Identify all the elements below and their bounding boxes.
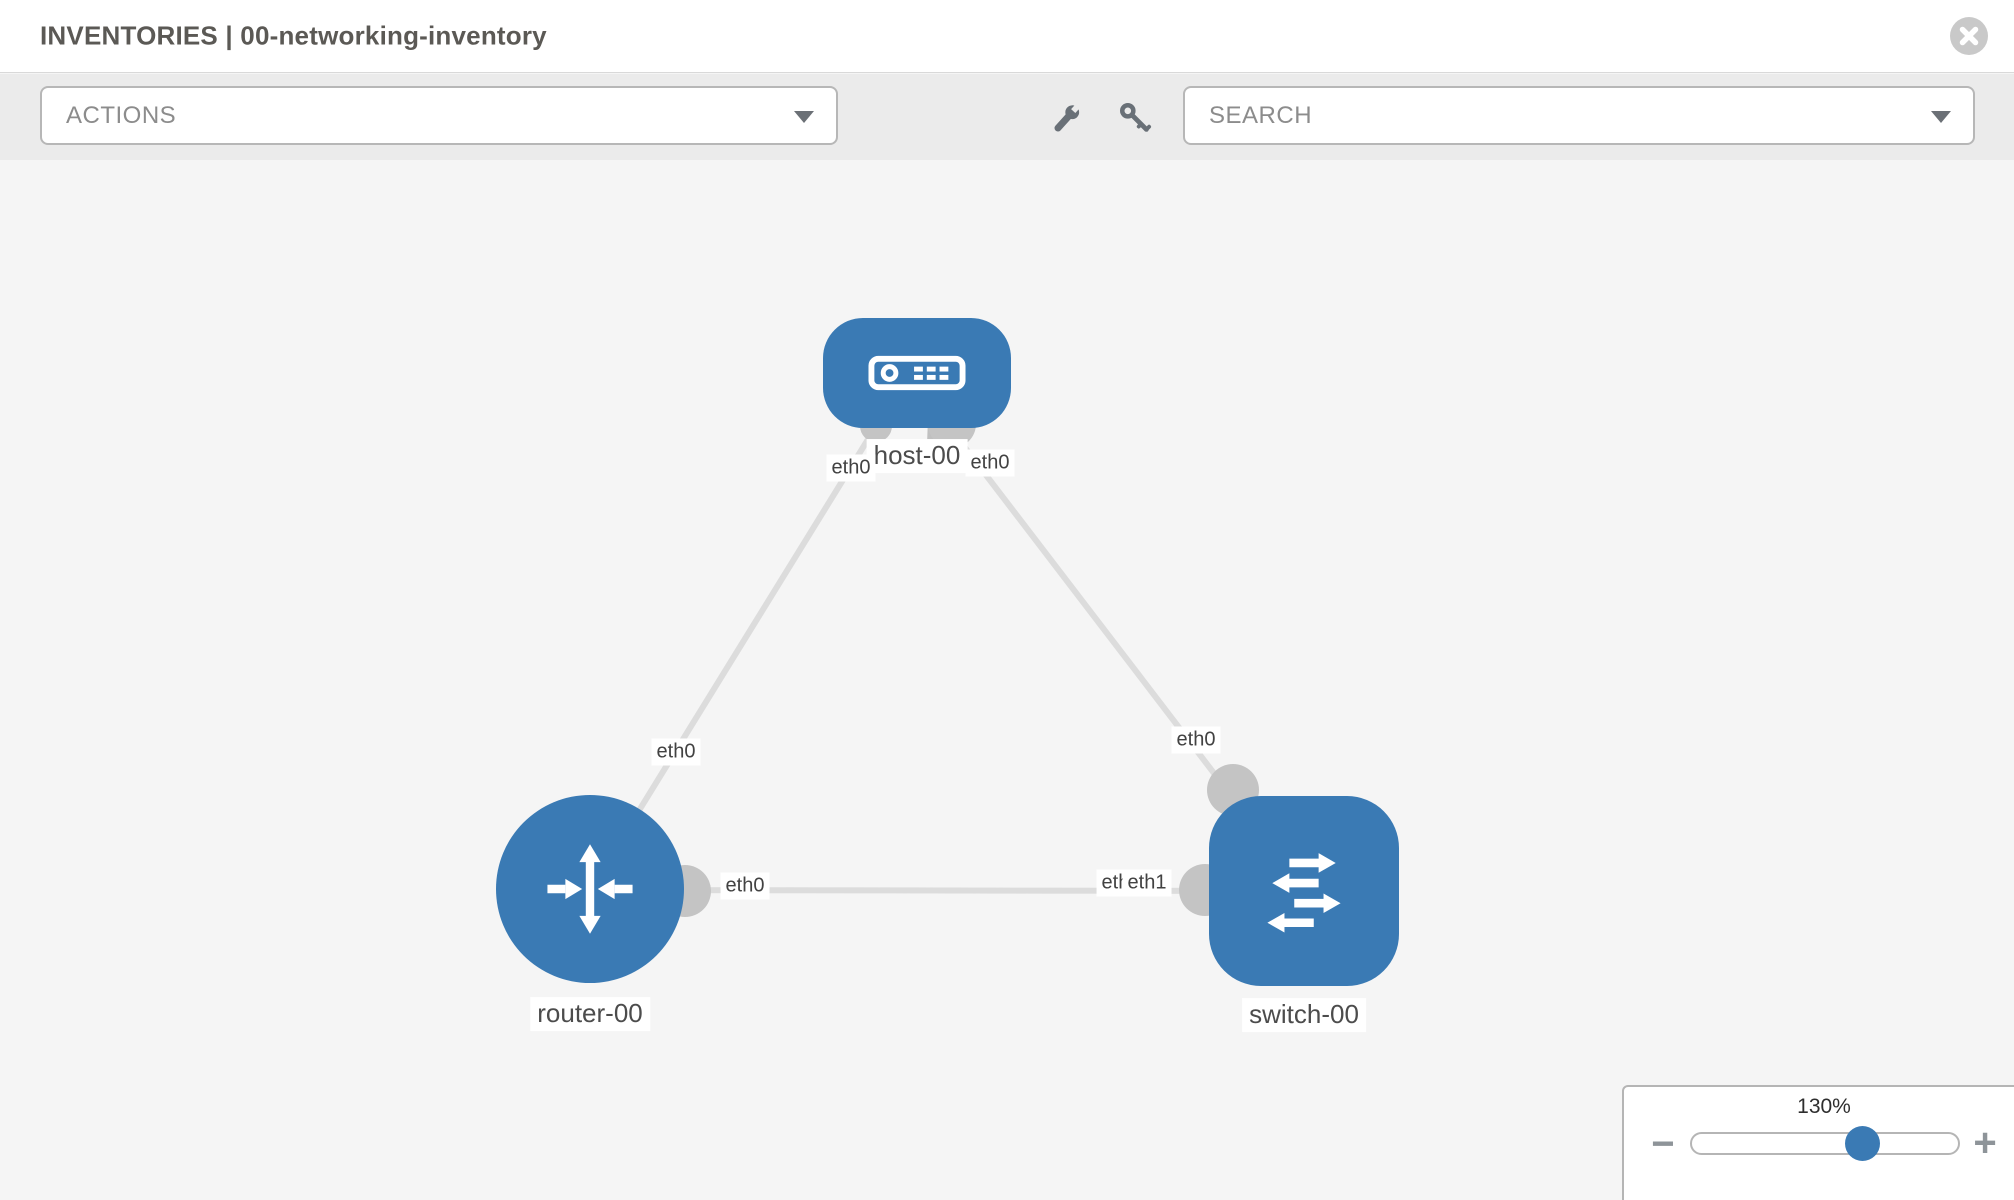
key-icon — [1119, 102, 1152, 132]
links-layer — [587, 400, 1307, 917]
zoom-slider-track[interactable] — [1690, 1126, 1960, 1161]
minus-icon: − — [1651, 1122, 1675, 1166]
router-icon — [547, 844, 633, 934]
zoom-slider-handle[interactable] — [1845, 1126, 1880, 1161]
interface-label: eth0 — [826, 454, 876, 482]
search-dropdown[interactable]: SEARCH — [1183, 86, 1975, 145]
tools-button[interactable] — [1045, 96, 1089, 140]
chevron-down-icon — [1931, 110, 1951, 123]
plus-icon: + — [1973, 1121, 1997, 1165]
close-icon — [1950, 17, 1988, 55]
interface-label: eth0 — [1171, 726, 1221, 754]
interface-label: eth0 — [651, 738, 701, 766]
topology-canvas[interactable]: host-00 router-00 switch-00 eth0 eth0 et… — [0, 160, 2014, 1200]
close-button[interactable] — [1949, 16, 1989, 56]
page-title: INVENTORIES | 00-networking-inventory — [40, 20, 547, 51]
node-switch-00[interactable] — [1209, 796, 1399, 986]
node-host-00[interactable] — [823, 318, 1011, 428]
zoom-panel: 130% − + — [1622, 1085, 2014, 1200]
actions-dropdown-label: ACTIONS — [66, 101, 177, 129]
toolbar: ACTIONS SEARCH — [0, 74, 2014, 163]
zoom-level-label: 130% — [1797, 1095, 1851, 1118]
node-label-host-00: host-00 — [866, 439, 968, 473]
host-icon — [868, 355, 966, 391]
wrench-icon — [1054, 102, 1081, 132]
interface-label: eth0 — [965, 449, 1015, 477]
interface-label: eth0 — [720, 872, 770, 900]
interface-label: eth1 — [1122, 869, 1172, 897]
node-router-00[interactable] — [496, 795, 684, 983]
actions-dropdown[interactable]: ACTIONS — [40, 86, 838, 145]
zoom-out-button[interactable]: − — [1646, 1122, 1680, 1166]
node-label-switch-00: switch-00 — [1242, 998, 1366, 1032]
key-button[interactable] — [1113, 96, 1157, 140]
zoom-in-button[interactable]: + — [1968, 1121, 2002, 1165]
chevron-down-icon — [794, 110, 814, 123]
search-dropdown-label: SEARCH — [1209, 101, 1313, 129]
header: INVENTORIES | 00-networking-inventory — [0, 0, 2014, 73]
node-label-router-00: router-00 — [530, 997, 650, 1031]
switch-icon — [1267, 853, 1341, 933]
